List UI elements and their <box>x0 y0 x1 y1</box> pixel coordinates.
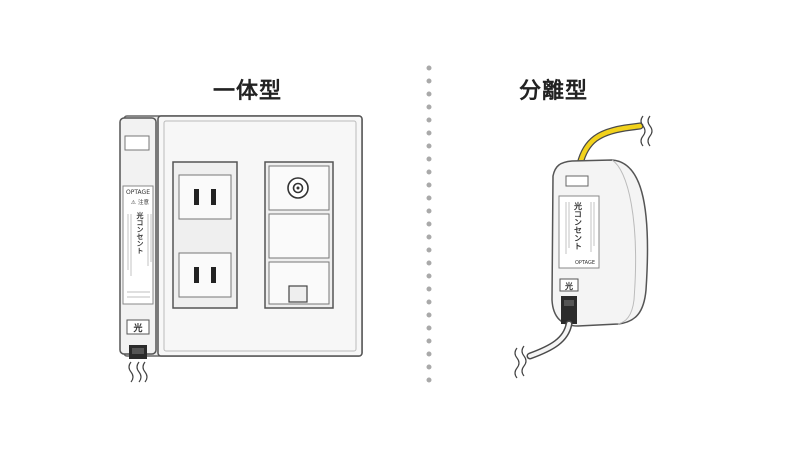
side-optical-module: OPTAGE ⚠ 注意 光コンセント 光 <box>119 117 157 383</box>
device-brand: OPTAGE <box>575 260 595 266</box>
power-outlet <box>172 161 238 309</box>
lan-port-icon <box>288 285 308 303</box>
integrated-type-title: 一体型 <box>213 79 283 104</box>
separated-type-title: 分離型 <box>519 79 589 104</box>
device-port-label: 光 <box>564 281 573 291</box>
integrated-wall-plate: OPTAGE ⚠ 注意 光コンセント 光 <box>119 115 363 383</box>
module-product: 光コンセント <box>136 211 145 254</box>
module-brand: OPTAGE <box>126 189 150 196</box>
module-port-label: 光 <box>132 322 142 334</box>
fiber-cable <box>577 123 643 167</box>
device-product: 光コンセント <box>574 201 583 250</box>
module-caution: 注意 <box>138 198 150 206</box>
grey-cable <box>528 322 571 358</box>
tv-lan-jacks <box>264 161 334 309</box>
separated-device: 光コンセント OPTAGE 光 <box>514 115 653 379</box>
warning-icon: ⚠ <box>131 200 136 206</box>
